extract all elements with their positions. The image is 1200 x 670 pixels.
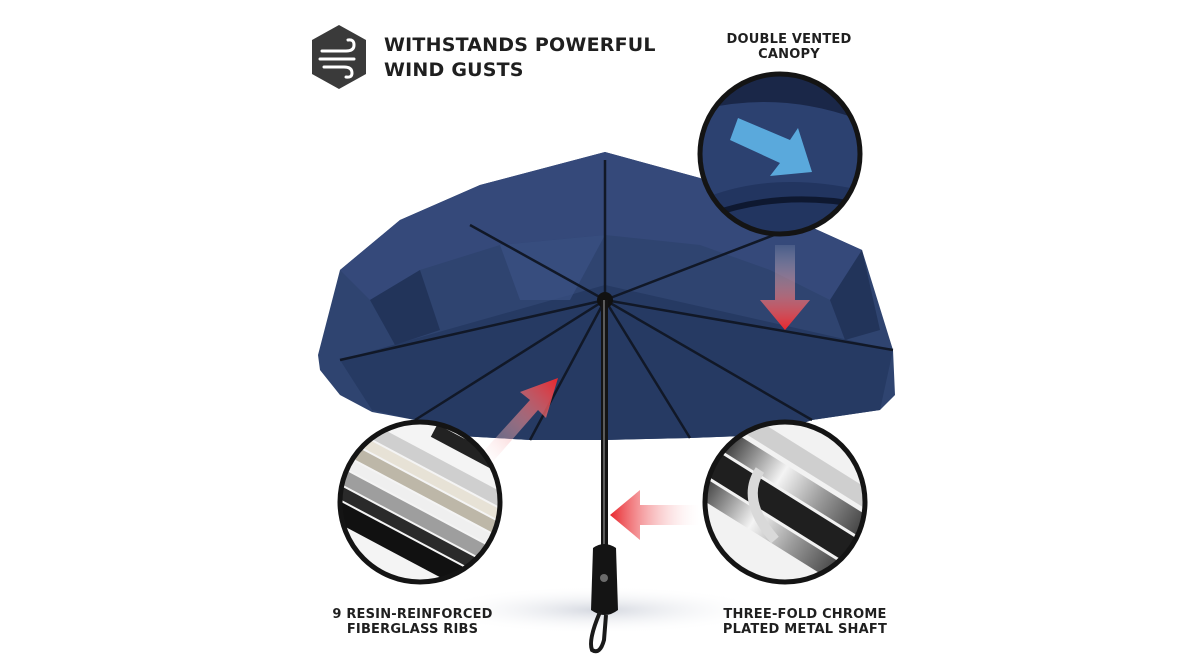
zoom-fiberglass-ribs xyxy=(337,419,503,585)
vent-airflow-arrow-icon xyxy=(730,118,812,176)
caption-canopy: DOUBLE VENTED CANOPY xyxy=(714,32,864,63)
arrow-left-icon xyxy=(610,490,700,540)
zoom-chrome-shaft xyxy=(702,419,868,585)
caption-canopy-line-2: CANOPY xyxy=(758,46,820,62)
wind-gust-icon xyxy=(312,25,366,89)
headline-line-2: WIND GUSTS xyxy=(384,59,524,82)
zoom-canopy-vent xyxy=(697,71,863,237)
caption-shaft-line-2: PLATED METAL SHAFT xyxy=(722,621,888,637)
caption-ribs: 9 RESIN-REINFORCED FIBERGLASS RIBS xyxy=(300,607,525,638)
callout-arrows xyxy=(480,245,810,540)
caption-ribs-line-2: FIBERGLASS RIBS xyxy=(346,621,479,637)
caption-ribs-line-1: 9 RESIN-REINFORCED xyxy=(332,607,493,622)
headline: WITHSTANDS POWERFUL WIND GUSTS xyxy=(384,33,656,83)
caption-shaft-line-1: THREE-FOLD CHROME xyxy=(723,607,887,622)
umbrella-shaft xyxy=(589,300,618,654)
caption-canopy-line-1: DOUBLE VENTED xyxy=(726,32,852,47)
caption-shaft: THREE-FOLD CHROME PLATED METAL SHAFT xyxy=(690,607,920,638)
arrow-diagonal-icon xyxy=(480,378,558,465)
arrow-down-icon xyxy=(760,245,810,330)
headline-line-1: WITHSTANDS POWERFUL xyxy=(384,34,656,56)
